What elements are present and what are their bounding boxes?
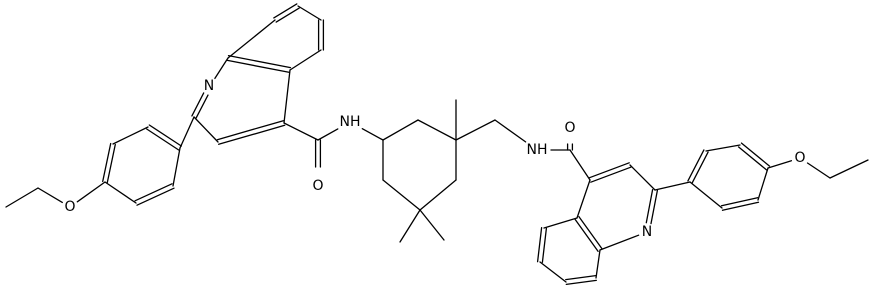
double-bond-line [273, 3, 298, 19]
double-bond-line [227, 54, 292, 69]
double-bond-line [134, 183, 173, 202]
single-bond-line [283, 69, 291, 124]
single-bond-line [569, 149, 591, 181]
double-bond-line [740, 142, 771, 167]
double-bond-line [275, 7, 300, 23]
double-bond-line [541, 227, 548, 263]
single-bond-line [283, 122, 319, 141]
single-bond-line [417, 119, 457, 141]
double-bond-line [590, 166, 632, 183]
double-bond-line [106, 143, 116, 184]
single-bond-line [227, 19, 276, 59]
bond-lines [5, 3, 869, 286]
single-bond-line [767, 160, 793, 169]
single-bond-line [757, 167, 769, 201]
single-bond-line [705, 144, 741, 152]
double-bond-line [645, 188, 654, 224]
double-bond-line [737, 146, 768, 171]
double-bond-line [565, 279, 597, 286]
single-bond-line [5, 187, 39, 208]
single-bond-line [297, 5, 322, 21]
double-bond-line [136, 187, 175, 206]
double-bond-line [721, 201, 760, 211]
single-bond-line [539, 261, 567, 283]
single-bond-line [214, 57, 229, 80]
double-bond-line [574, 218, 599, 253]
single-bond-line [689, 181, 723, 209]
double-bond-line [218, 124, 286, 145]
single-bond-line [361, 128, 384, 141]
atom-o-right-ether: O [794, 150, 805, 166]
atom-o-right-carbonyl: O [564, 120, 575, 136]
single-bond-line [654, 181, 691, 191]
single-bond-line [76, 181, 106, 203]
single-bond-line [576, 179, 591, 219]
single-bond-line [382, 119, 419, 141]
atom-nh-right-amide: NH [527, 142, 548, 158]
double-bond-line [148, 124, 182, 147]
single-bond-line [172, 147, 181, 187]
single-bond-line [494, 119, 527, 143]
double-bond-line [578, 215, 603, 250]
double-bond-line [650, 189, 659, 225]
atom-n-right-quinoline: N [642, 224, 652, 240]
single-bond-line [193, 116, 219, 143]
single-bond-line [382, 179, 421, 211]
double-bond-line [195, 94, 209, 119]
single-bond-line [543, 217, 578, 229]
double-bond-line [691, 151, 709, 184]
single-bond-line [419, 209, 445, 241]
double-bond-line [191, 92, 205, 117]
single-bond-line [104, 181, 137, 204]
single-bond-line [317, 128, 339, 141]
double-bond-line [226, 59, 291, 74]
atom-o-left-carbonyl: O [312, 178, 323, 194]
double-bond-line [588, 162, 630, 179]
single-bond-line [37, 187, 63, 204]
double-bond-line [216, 120, 284, 141]
single-bond-line [629, 164, 656, 191]
atom-o-left-ether: O [64, 199, 75, 215]
double-bond-line [146, 128, 180, 151]
atom-labels: N O NH O O NH N O [64, 78, 805, 240]
atom-nh-left-amide: NH [340, 114, 361, 130]
double-bond-line [536, 227, 543, 263]
double-bond-line [565, 274, 597, 281]
single-bond-line [599, 234, 640, 251]
double-bond-line [687, 149, 705, 182]
single-bond-line [179, 116, 195, 149]
single-bond-line [289, 49, 322, 71]
single-bond-line [829, 159, 869, 179]
double-bond-line [102, 142, 112, 183]
double-bond-line [720, 197, 759, 207]
single-bond-line [399, 209, 421, 243]
single-bond-line [595, 249, 601, 279]
single-bond-line [455, 119, 496, 141]
single-bond-line [112, 126, 149, 145]
atom-n-left-quinoline: N [204, 78, 214, 94]
single-bond-line [806, 162, 831, 179]
single-bond-line [419, 179, 457, 211]
